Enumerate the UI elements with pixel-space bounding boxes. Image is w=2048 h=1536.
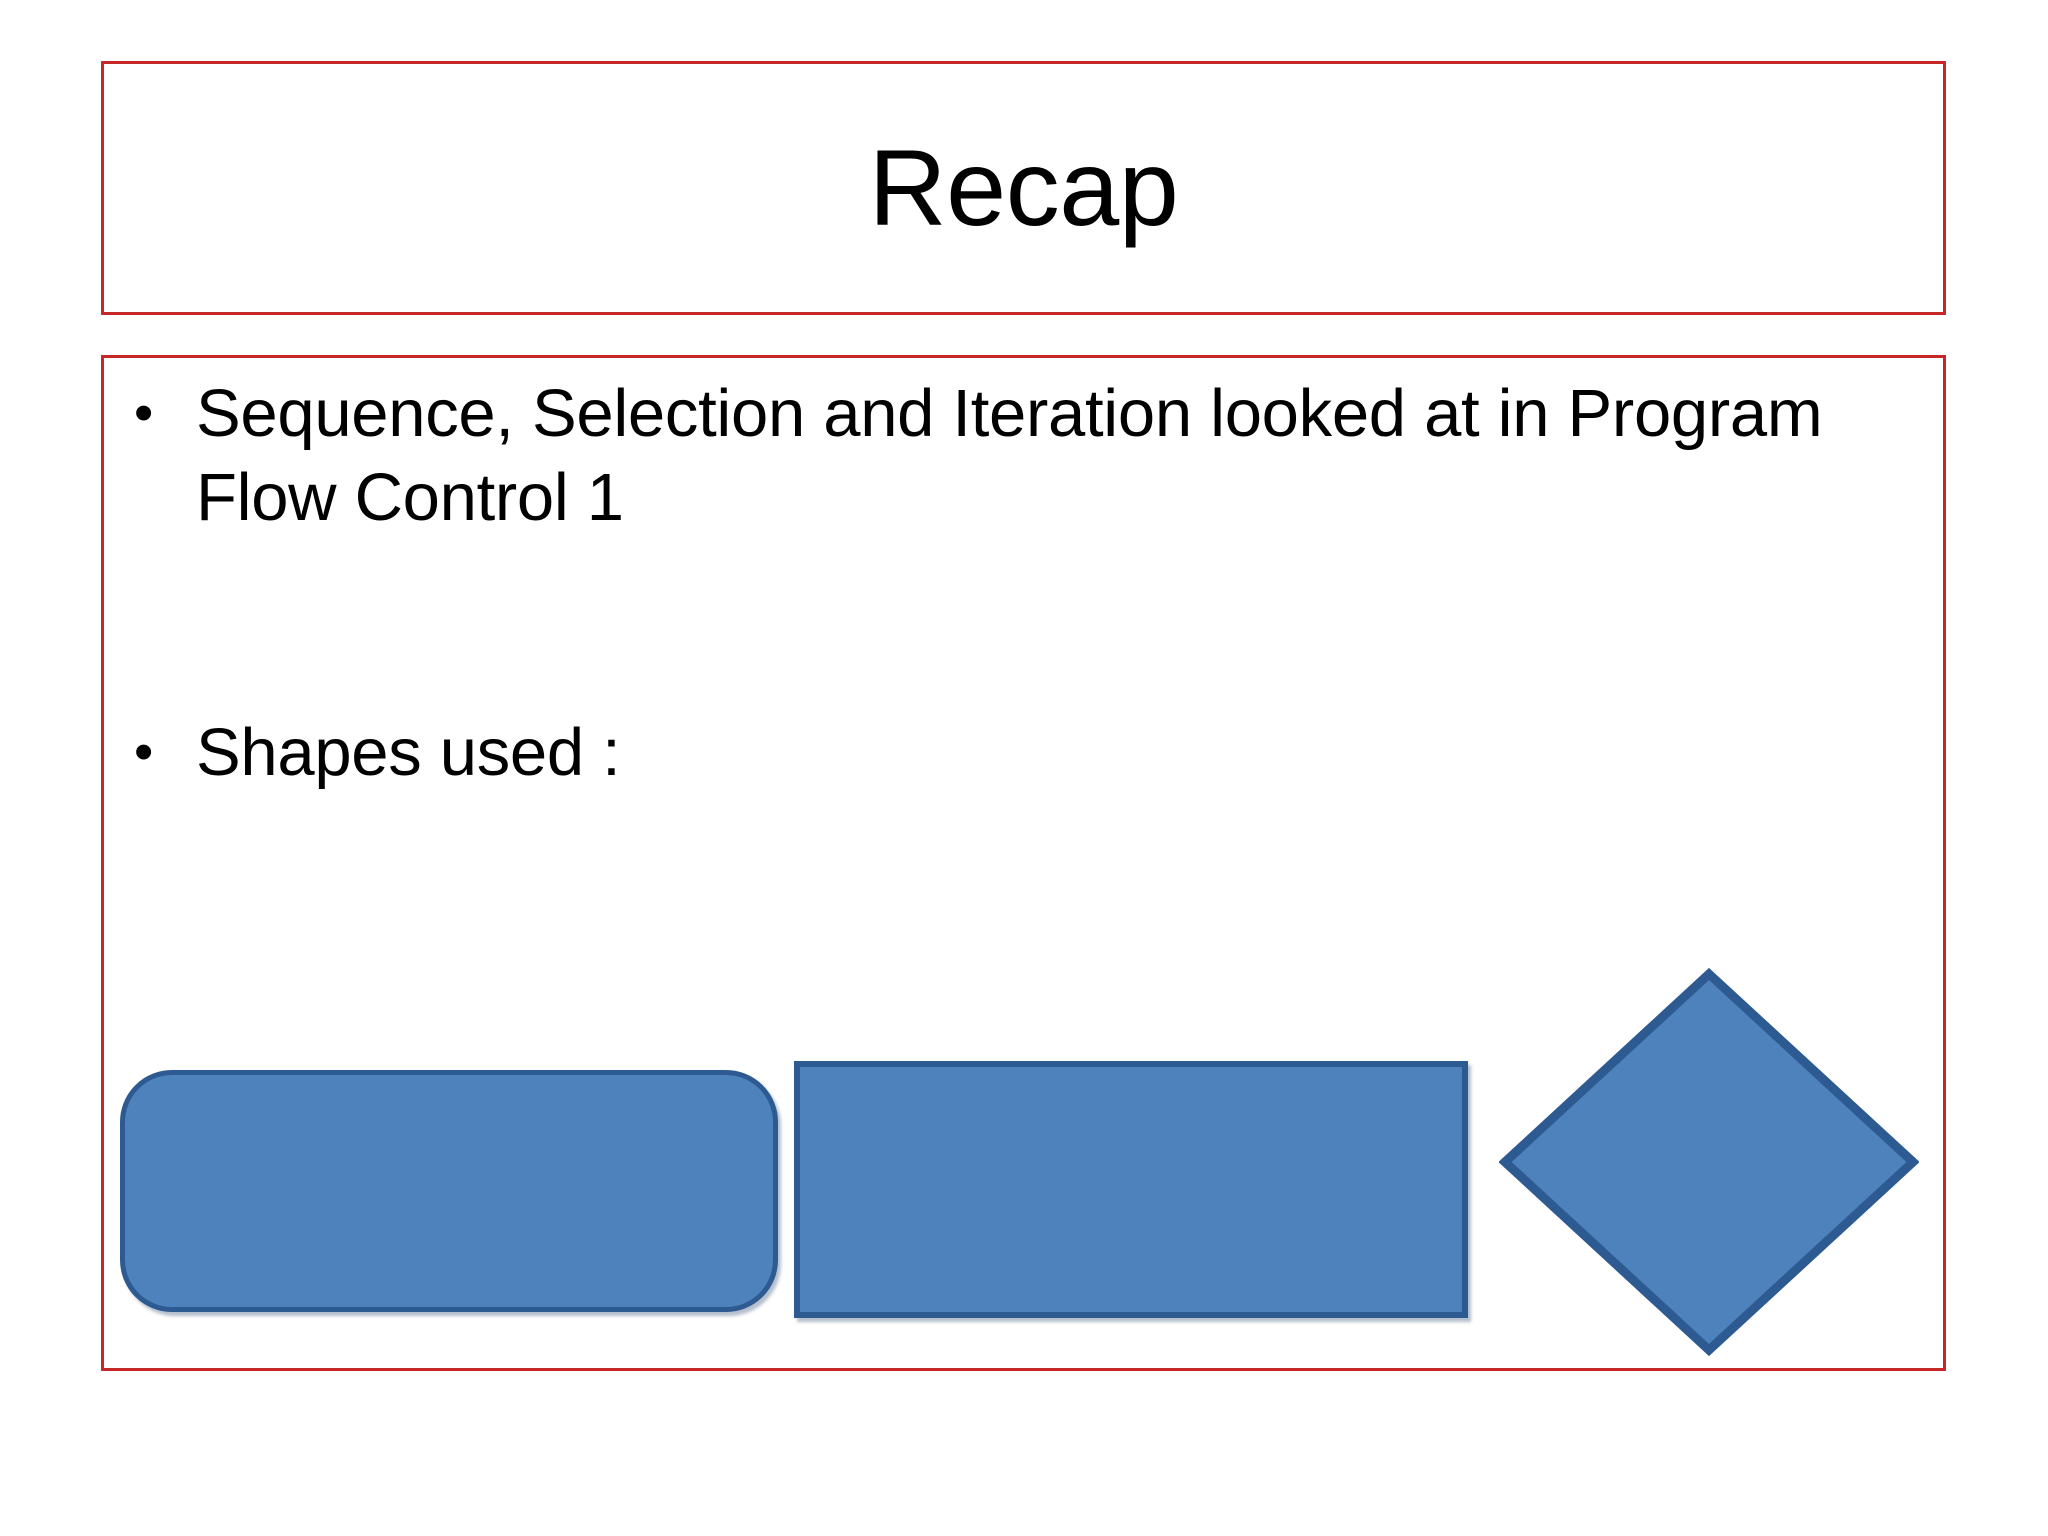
content-placeholder[interactable]: • Sequence, Selection and Iteration look… [101,355,1946,1371]
rectangle-shape[interactable] [794,1061,1468,1318]
title-placeholder[interactable]: Recap [101,61,1946,315]
list-item-label: Sequence, Selection and Iteration looked… [196,376,1823,536]
bullet-list: • Sequence, Selection and Iteration look… [134,372,1924,795]
list-item-label: Shapes used : [196,714,621,790]
diamond-shape[interactable] [1499,968,1919,1356]
blank-line [134,541,1924,711]
bullet-point-icon: • [134,381,153,443]
list-item[interactable]: • Shapes used : [134,711,1924,795]
list-item[interactable]: • Sequence, Selection and Iteration look… [134,372,1924,541]
diamond-glyph-icon [1499,968,1919,1356]
page-title: Recap [868,127,1179,249]
bullet-point-icon: • [134,719,153,782]
rounded-rectangle-shape[interactable] [120,1070,778,1312]
shape-gallery [104,358,1949,1374]
